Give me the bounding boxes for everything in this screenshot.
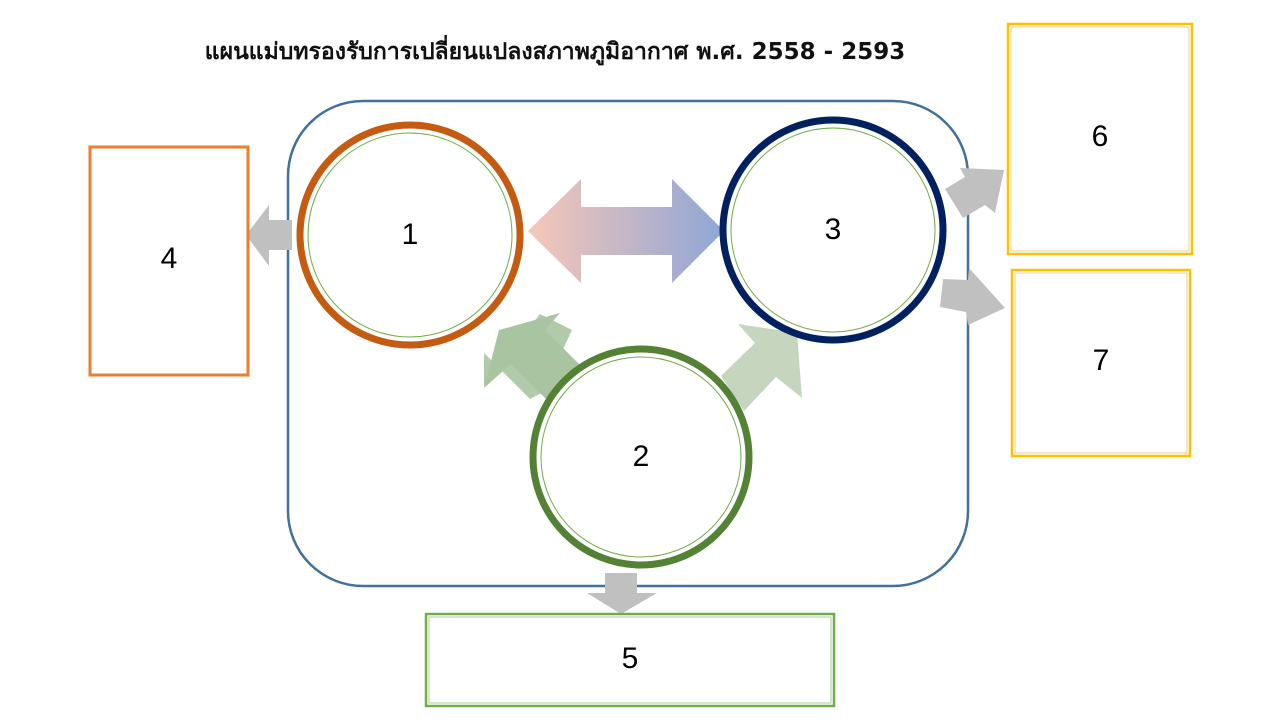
box-7: 7 <box>1010 268 1192 458</box>
arrow-to-5 <box>587 573 657 614</box>
node-2: 2 <box>529 345 753 569</box>
box-4: 4 <box>88 145 250 377</box>
box-4-label: 4 <box>161 242 178 275</box>
box-5-label: 5 <box>622 642 639 675</box>
arrow-to-4 <box>246 205 292 266</box>
arrow-to-6 <box>945 168 1004 218</box>
node-1-label: 1 <box>402 218 419 251</box>
diagram-title: แผนแม่บทรองรับการเปลี่ยนแปลงสภาพภูมิอากา… <box>204 39 906 65</box>
box-6: 6 <box>1006 22 1194 256</box>
box-5: 5 <box>424 612 836 708</box>
box-6-label: 6 <box>1092 120 1109 153</box>
node-1: 1 <box>296 121 524 349</box>
arrow-to-7 <box>940 268 1005 325</box>
box-7-label: 7 <box>1093 344 1110 377</box>
arrow-2-to-1-shape <box>484 313 580 399</box>
double-arrow-1-3 <box>528 179 724 283</box>
node-3: 3 <box>719 116 947 344</box>
node-2-label: 2 <box>633 440 650 473</box>
node-3-label: 3 <box>825 213 842 246</box>
arrow-2-to-3 <box>721 324 802 411</box>
